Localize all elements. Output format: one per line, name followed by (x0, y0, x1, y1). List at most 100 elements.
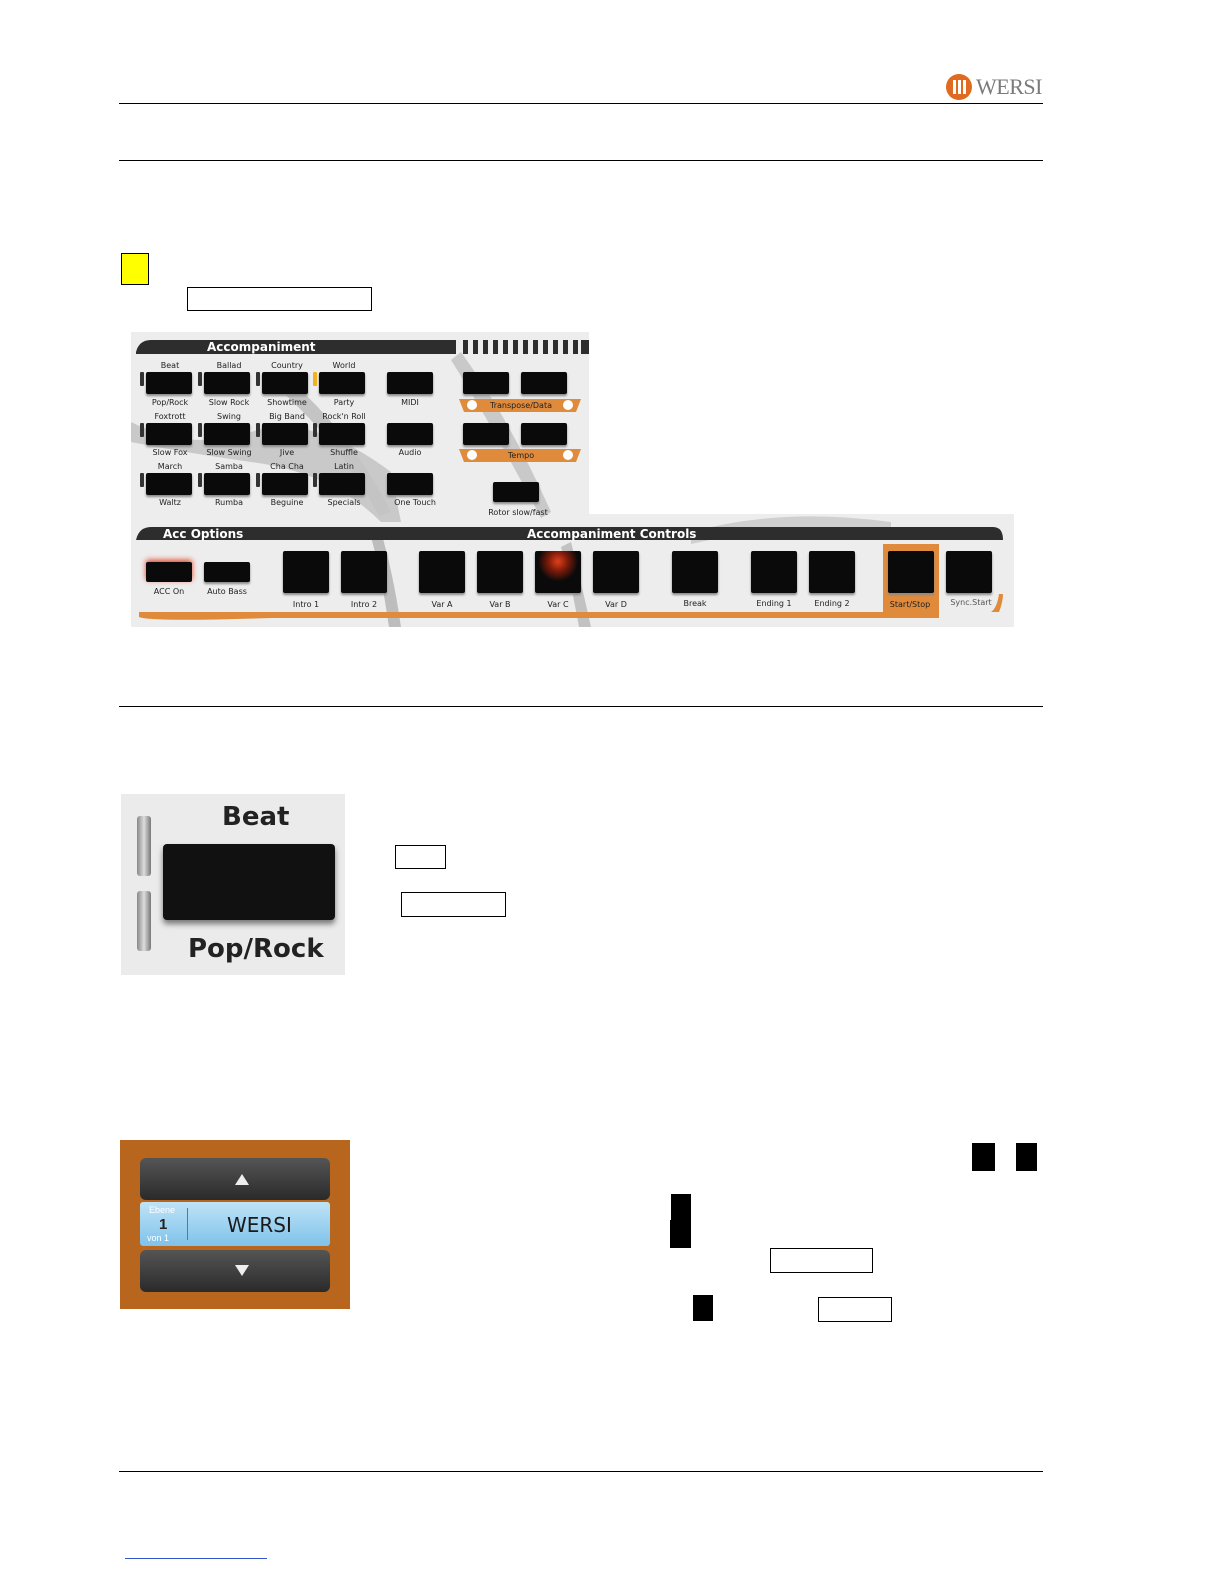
style-label-top: Swing (217, 412, 241, 421)
audio-button[interactable] (387, 423, 433, 445)
style-button-country[interactable] (262, 372, 308, 394)
ending-1-button[interactable] (751, 551, 797, 593)
redacted-box-5 (818, 1297, 892, 1322)
redacted-mark (972, 1143, 995, 1171)
start-stop-label: Start/Stop (889, 600, 931, 609)
style-label-top: Big Band (269, 412, 305, 421)
style-button-cha-cha[interactable] (262, 473, 308, 495)
beat-label: Beat (222, 802, 290, 832)
var-c-button[interactable] (535, 551, 581, 593)
start-stop-button[interactable] (888, 551, 934, 593)
transpose-down-button[interactable] (463, 372, 509, 394)
style-label-bottom: Party (333, 398, 355, 407)
divider (187, 1208, 188, 1240)
var-a-button[interactable] (419, 551, 465, 593)
style-label-bottom: Slow Swing (206, 448, 252, 457)
tempo-up-button[interactable] (521, 423, 567, 445)
level-value: 1 (159, 1216, 168, 1233)
wersi-logo-icon (946, 74, 972, 100)
redacted-box-4 (770, 1248, 873, 1273)
wersi-logo: WERSI (946, 73, 1042, 101)
sync-start-button[interactable] (946, 551, 992, 593)
style-led (313, 473, 317, 487)
ending-1-label: Ending 1 (756, 599, 792, 608)
tempo-down-button[interactable] (463, 423, 509, 445)
style-label-bottom: Beguine (270, 498, 304, 507)
auto-bass-button[interactable] (204, 562, 250, 582)
style-button-big-band[interactable] (262, 423, 308, 445)
style-label-top: March (157, 462, 183, 471)
rotor-button[interactable] (493, 482, 539, 502)
var-d-label: Var D (605, 600, 627, 609)
style-button-world[interactable] (319, 372, 365, 394)
ending-2-label: Ending 2 (814, 599, 850, 608)
acc-on-button[interactable] (146, 562, 192, 582)
style-button-beat[interactable] (146, 372, 192, 394)
style-label-top: Samba (215, 462, 243, 471)
style-led (256, 423, 260, 437)
footer-rule (119, 1471, 1043, 1472)
accompaniment-title: Accompaniment (207, 340, 316, 354)
style-label-bottom: Specials (327, 498, 361, 507)
var-d-button[interactable] (593, 551, 639, 593)
style-led-active (313, 372, 317, 386)
led-strip (137, 816, 151, 876)
led-strip (137, 891, 151, 951)
style-button-latin[interactable] (319, 473, 365, 495)
redacted-mark (670, 1220, 691, 1248)
style-led (256, 473, 260, 487)
level-bar: Ebene 1 von 1 WERSI (140, 1202, 330, 1246)
intro-1-button[interactable] (283, 551, 329, 593)
break-button[interactable] (672, 551, 718, 593)
style-led (313, 423, 317, 437)
style-label-top: Rock'n Roll (322, 412, 366, 421)
style-button-march[interactable] (146, 473, 192, 495)
one-touch-button[interactable] (387, 473, 433, 495)
acc-controls-title: Accompaniment Controls (527, 527, 697, 541)
rotor-label: Rotor slow/fast (488, 508, 548, 517)
arrow-up-icon (235, 1174, 249, 1185)
redacted-box-1 (187, 287, 372, 311)
pop-rock-label: Pop/Rock (188, 934, 324, 964)
midi-button[interactable] (387, 372, 433, 394)
style-label-bottom: Slow Fox (152, 448, 188, 457)
style-button-swing[interactable] (204, 423, 250, 445)
sync-start-label: Sync.Start (950, 598, 992, 607)
style-button-samba[interactable] (204, 473, 250, 495)
footer-link-underline (125, 1558, 267, 1559)
style-led (140, 372, 144, 386)
style-led (198, 372, 202, 386)
style-button-rock-n-roll[interactable] (319, 423, 365, 445)
style-label-top: Latin (334, 462, 354, 471)
style-led (140, 473, 144, 487)
redacted-mark (693, 1295, 713, 1321)
display-name: WERSI (227, 1213, 292, 1237)
var-c-label: Var C (547, 600, 569, 609)
style-led (198, 423, 202, 437)
audio-label: Audio (398, 448, 422, 457)
style-label-top: Beat (160, 361, 180, 370)
ending-2-button[interactable] (809, 551, 855, 593)
style-label-bottom: Jive (279, 448, 295, 457)
style-label-bottom: Pop/Rock (151, 398, 189, 407)
logo-text: WERSI (976, 74, 1042, 99)
note-marker (121, 253, 149, 285)
one-touch-label: One Touch (394, 498, 436, 507)
transpose-up-button[interactable] (521, 372, 567, 394)
var-b-label: Var B (489, 600, 511, 609)
style-label-bottom: Rumba (214, 498, 244, 507)
style-led (140, 423, 144, 437)
var-b-button[interactable] (477, 551, 523, 593)
style-button-foxtrott[interactable] (146, 423, 192, 445)
tempo-label: Tempo (507, 451, 535, 460)
var-a-label: Var A (431, 600, 453, 609)
style-button-ballad[interactable] (204, 372, 250, 394)
style-label-bottom: Waltz (159, 498, 181, 507)
style-label-top: Cha Cha (270, 462, 304, 471)
level-display-image: Ebene 1 von 1 WERSI (120, 1140, 350, 1309)
beat-button-image: Beat Pop/Rock (121, 794, 345, 975)
intro-1-label: Intro 1 (292, 600, 320, 609)
transpose-label: Transpose/Data (490, 401, 552, 410)
style-label-bottom: Slow Rock (208, 398, 250, 407)
intro-2-button[interactable] (341, 551, 387, 593)
